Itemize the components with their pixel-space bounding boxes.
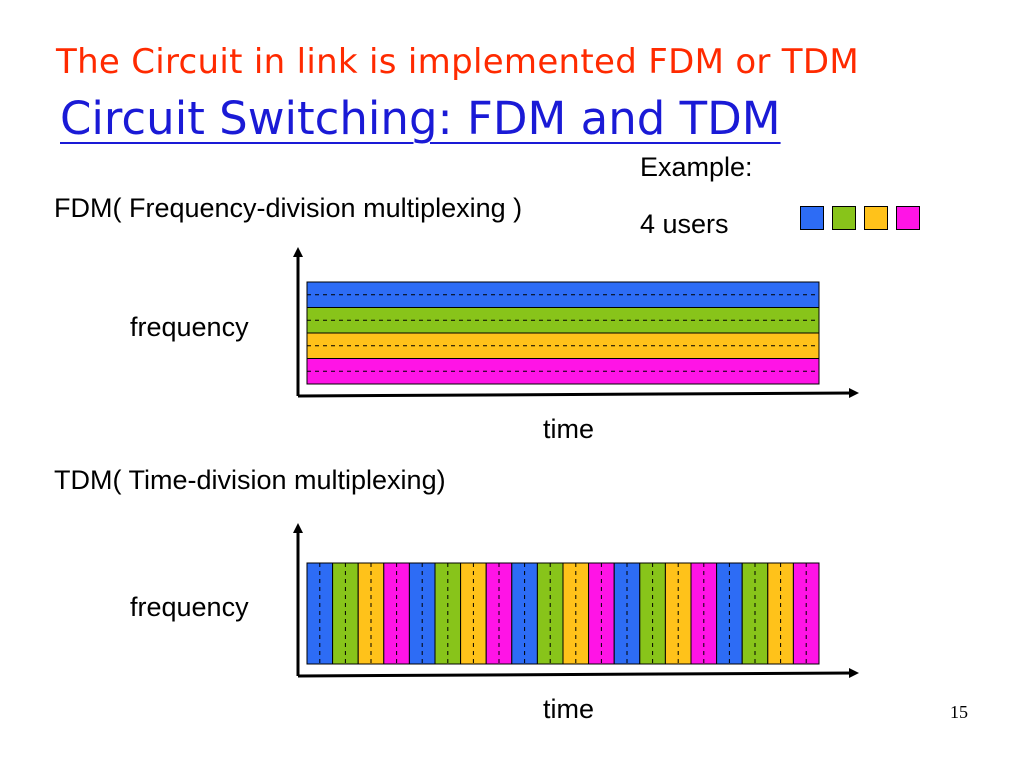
slide-number: 15 bbox=[950, 702, 968, 722]
fdm-x-axis bbox=[297, 388, 859, 399]
slide-subtitle: The Circuit in link is implemented FDM o… bbox=[56, 42, 859, 82]
fdm-heading: FDM( Frequency-division multiplexing ) bbox=[54, 193, 523, 223]
example-label: Example: bbox=[640, 152, 753, 182]
tdm-slots bbox=[306, 562, 820, 665]
user-2-swatch bbox=[832, 206, 856, 230]
tdm-x-axis-label: time bbox=[543, 694, 595, 724]
fdm-bands bbox=[306, 281, 820, 385]
user-color-legend bbox=[800, 206, 920, 230]
user-4-swatch bbox=[896, 206, 920, 230]
users-label: 4 users bbox=[640, 209, 729, 239]
user-1-swatch bbox=[800, 206, 824, 230]
fdm-axes bbox=[293, 247, 859, 399]
tdm-heading: TDM( Time-division multiplexing) bbox=[54, 465, 446, 495]
tdm-y-axis-label: frequency bbox=[130, 592, 249, 622]
fdm-y-axis-label: frequency bbox=[130, 312, 249, 342]
slide-title: Circuit Switching: FDM and TDM bbox=[60, 92, 781, 145]
tdm-x-axis bbox=[297, 668, 859, 679]
tdm-axes bbox=[293, 523, 859, 679]
user-3-swatch bbox=[864, 206, 888, 230]
fdm-x-axis-label: time bbox=[543, 414, 595, 444]
